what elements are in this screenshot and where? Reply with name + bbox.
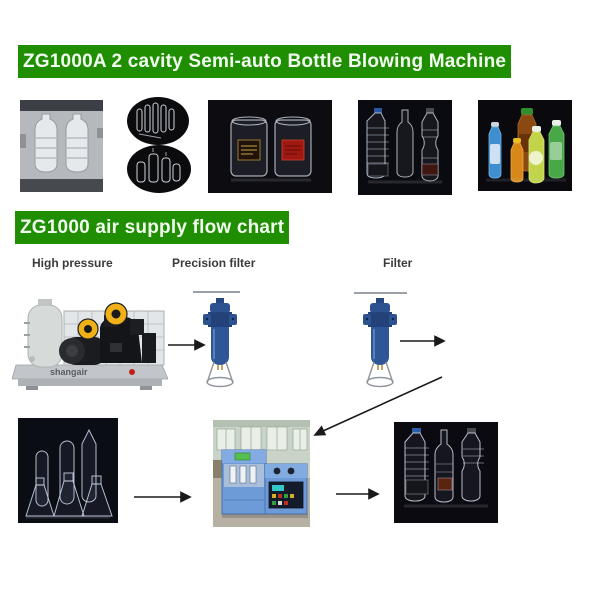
mold-illustration [20, 100, 103, 192]
finished-bottles-illustration [394, 422, 498, 523]
arrow-precision-filter-to-filter [400, 335, 446, 347]
precision-filter-photo [203, 298, 237, 388]
colored-bottles-illustration [478, 100, 572, 191]
bottle-contoured [421, 108, 439, 182]
compressor-pump [100, 315, 156, 363]
compressor-motor [59, 337, 106, 365]
colored-bottles-photo [478, 100, 572, 191]
precision-filter-illustration [203, 298, 237, 388]
bottle-orange [510, 138, 524, 183]
label-filter: Filter [383, 256, 413, 270]
mold-cavity-left [34, 113, 58, 173]
finished-bottle-contoured [461, 428, 484, 502]
main-title-text: ZG1000A 2 cavity Semi-auto Bottle Blowin… [23, 51, 507, 72]
flow-chart-title-banner: ZG1000 air supply flow chart [15, 211, 290, 244]
blowing-machine-illustration [213, 420, 310, 527]
compressor-brand: shangair [50, 367, 88, 377]
finished-bottles-photo [394, 422, 498, 523]
divider-line-filter [354, 292, 407, 294]
bottle-ribbed [366, 108, 389, 179]
mold-cavity-right [65, 113, 89, 173]
mold-photo [20, 100, 103, 192]
machine-left-cabinet [221, 449, 267, 515]
label-precision-filter: Precision filter [172, 256, 256, 270]
preforms-photo [18, 418, 118, 523]
flow-chart-title-text: ZG1000 air supply flow chart [20, 217, 285, 238]
jar-left [230, 116, 268, 177]
jars-illustration [208, 100, 332, 193]
filter-stand [206, 361, 234, 388]
filter-illustration [363, 298, 397, 388]
compressor-brand-text: shangair [50, 367, 88, 377]
filter-stand [366, 361, 394, 388]
cone-preform-3 [81, 475, 113, 517]
label-high-pressure: High pressure [32, 256, 113, 270]
compressor-base [12, 364, 168, 380]
machine-right-cabinet [264, 463, 308, 515]
filter-photo [363, 298, 397, 388]
bottle-yellow-green [528, 126, 545, 184]
compressor-logo-dot [129, 369, 135, 375]
divider-line-precision-filter [193, 291, 240, 293]
water-bottles-illustration [358, 100, 452, 195]
jars-photo [208, 100, 332, 193]
arrow-preforms-to-machine [134, 491, 192, 503]
finished-bottle-ribbed [404, 428, 429, 502]
bottle-blue [488, 122, 502, 179]
compressor-air-tank [24, 299, 63, 368]
air-compressor-photo: shangair [12, 293, 168, 395]
preform-ovals-illustration [125, 96, 192, 194]
finished-bottle-slim [434, 429, 454, 503]
preforms-illustration [18, 418, 118, 523]
arrow-compressor-to-precision-filter [168, 339, 206, 351]
air-compressor-illustration: shangair [12, 293, 168, 395]
preform-ovals-photo [125, 96, 192, 194]
bottle-green [548, 120, 565, 179]
water-bottles-photo [358, 100, 452, 195]
factory-windows [216, 426, 308, 451]
blowing-machine-photo [213, 420, 310, 527]
jar-right [274, 116, 312, 177]
arrow-machine-to-bottles [336, 488, 380, 500]
bottle-slim [396, 109, 414, 178]
main-title-banner: ZG1000A 2 cavity Semi-auto Bottle Blowin… [18, 45, 512, 78]
